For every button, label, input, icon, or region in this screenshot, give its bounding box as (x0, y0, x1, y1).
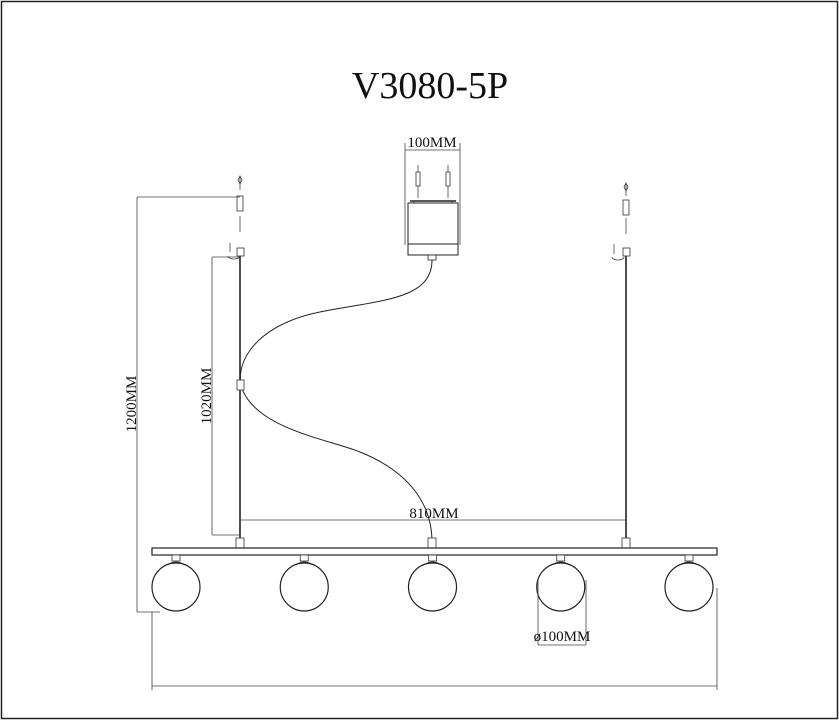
globe (279, 554, 329, 612)
globe (151, 554, 201, 612)
rod-height-label: 1020MM (199, 368, 215, 425)
canopy (407, 165, 459, 261)
globe (536, 554, 586, 612)
total-height-dimension: 1200MM (124, 196, 240, 613)
rod-spacing-dimension: 810MM (240, 506, 626, 522)
globe-diameter-dimension: ø100MM (534, 580, 591, 646)
canopy-width-label: 100MM (407, 135, 456, 151)
globe (407, 554, 458, 612)
horizontal-bar (151, 547, 718, 556)
center-cable-entry (427, 537, 437, 549)
left-suspension-rod (227, 175, 245, 549)
rod-height-dimension: 1020MM (199, 256, 240, 536)
globe (664, 554, 714, 612)
globe-group (151, 554, 714, 612)
model-title: V3080-5P (352, 65, 508, 107)
canopy-width-dimension: 100MM (404, 135, 461, 245)
overall-width-dimension (151, 588, 718, 690)
rod-spacing-label: 810MM (409, 506, 458, 522)
total-height-label: 1200MM (124, 376, 140, 433)
globe-diameter-label: ø100MM (534, 629, 591, 645)
power-cable (239, 259, 433, 543)
right-suspension-rod (611, 182, 631, 549)
